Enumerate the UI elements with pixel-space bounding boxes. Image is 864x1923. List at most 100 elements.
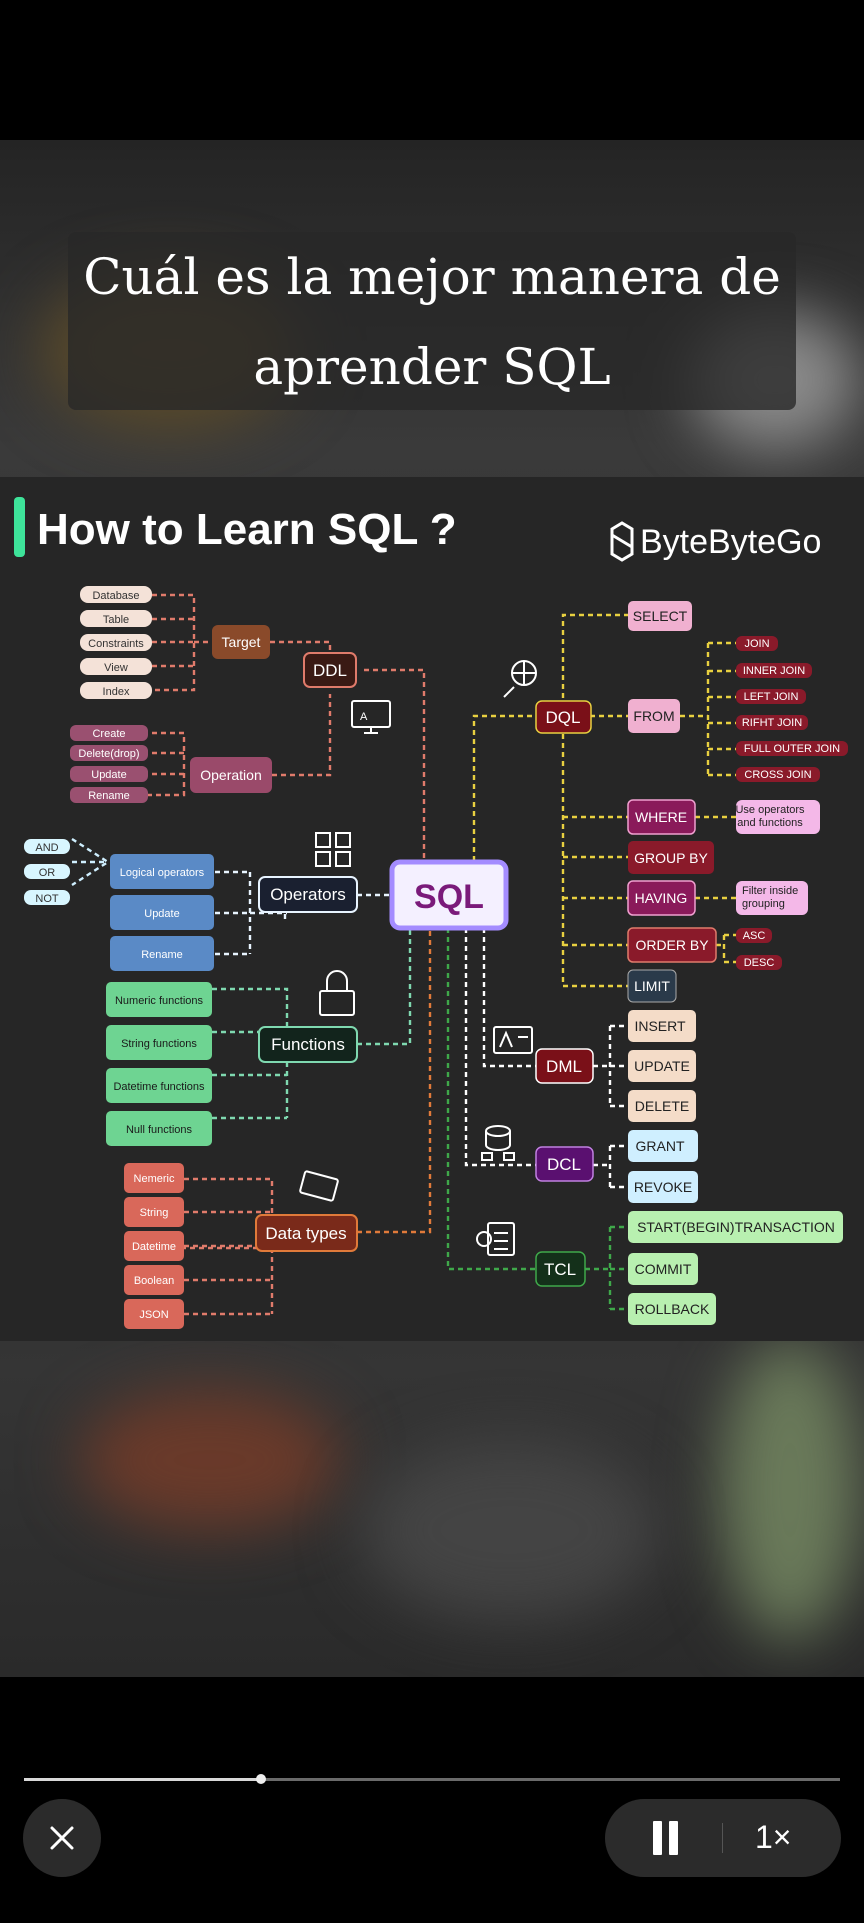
title-accent [14, 497, 25, 557]
caption-line-2: aprender SQL [253, 338, 611, 396]
functions-item-label: Null functions [126, 1124, 193, 1136]
dql-node [535, 700, 592, 734]
operators-item [110, 895, 214, 930]
divider [722, 1823, 723, 1853]
dcl-item-label: REVOKE [634, 1179, 692, 1195]
tcl-item-label: START(BEGIN)TRANSACTION [637, 1219, 835, 1235]
datatypes-node [255, 1214, 358, 1252]
order-item [736, 928, 772, 943]
dml-item-label: INSERT [634, 1018, 686, 1034]
brand-name: ByteByteGo [640, 523, 821, 561]
operators-item [110, 936, 214, 971]
order-item-label: DESC [744, 957, 775, 969]
progress-fill [24, 1778, 261, 1781]
background-blur [80, 1390, 340, 1530]
ddl-target-item [80, 658, 152, 675]
ddl-operation-label: Operation [200, 767, 261, 783]
tcl-node [535, 1251, 586, 1287]
logical-item-label: NOT [35, 893, 59, 905]
dml-label: DML [546, 1057, 582, 1076]
svg-text:A: A [360, 711, 368, 723]
functions-item-label: Datetime functions [113, 1081, 205, 1093]
logical-item [24, 839, 70, 854]
join-item [736, 741, 848, 756]
tcl-item [628, 1211, 843, 1243]
sql-mindmap: How to Learn SQL ? ByteByteGo [14, 497, 848, 1329]
operators-item [110, 854, 214, 889]
dql-orderby [627, 927, 717, 963]
dql-groupby-label: GROUP BY [634, 850, 708, 866]
ddl-operation-item [70, 766, 148, 782]
blocks-icon [315, 832, 351, 867]
infographic-title: How to Learn SQL ? [37, 505, 457, 554]
dql-select [628, 601, 692, 631]
datatypes-items: Nemeric String Datetime Boolean JSON [124, 1163, 184, 1329]
functions-item-label: String functions [121, 1038, 197, 1050]
functions-item-label: Numeric functions [115, 995, 204, 1007]
order-item-label: ASC [743, 930, 766, 942]
ddl-label: DDL [313, 661, 347, 680]
join-item-label: INNER JOIN [743, 665, 805, 677]
ddl-node [303, 652, 357, 688]
operators-label: Operators [270, 885, 346, 904]
ddl-operation-node [190, 757, 272, 793]
bytebytego-logo-icon [610, 521, 634, 562]
progress-bar[interactable] [24, 1774, 840, 1784]
tcl-item-label: ROLLBACK [635, 1301, 710, 1317]
close-button[interactable] [23, 1799, 101, 1877]
join-item [736, 663, 812, 678]
close-icon [50, 1826, 74, 1850]
functions-item [106, 982, 212, 1017]
pause-button[interactable] [653, 1821, 683, 1855]
ddl-target-items: Database Table Constraints View Index [80, 586, 152, 699]
ddl-target-item [80, 610, 152, 627]
dcl-item [628, 1130, 698, 1162]
order-item [736, 955, 782, 970]
dml-item [628, 1050, 696, 1082]
ddl-target-label: Target [222, 634, 261, 650]
having-note-line: grouping [742, 898, 785, 910]
having-note-line: Filter inside [742, 885, 798, 897]
dcl-item [628, 1171, 698, 1203]
globe-search-icon [503, 660, 537, 698]
caption-box [68, 232, 796, 410]
ddl-target-item-label: Index [103, 686, 130, 698]
pause-icon [653, 1821, 662, 1855]
progress-handle[interactable] [255, 1774, 266, 1784]
ddl-target-item-label: Table [103, 614, 129, 626]
translate-icon [493, 1026, 533, 1054]
tcl-item [628, 1293, 716, 1325]
datatypes-item [124, 1299, 184, 1329]
ddl-target-item-label: Database [92, 590, 139, 602]
join-item-label: FULL OUTER JOIN [744, 743, 840, 755]
logical-items: AND OR NOT [24, 839, 70, 905]
datatypes-item-label: Nemeric [134, 1173, 175, 1185]
dql-orderby-label: ORDER BY [635, 937, 709, 953]
dcl-node [535, 1146, 594, 1182]
card-icon [299, 1170, 339, 1202]
tcl-label: TCL [544, 1260, 576, 1279]
operators-node [258, 876, 358, 913]
dml-items: INSERT UPDATE DELETE [628, 1010, 696, 1122]
operators-item-label: Update [144, 908, 179, 920]
dql-limit [627, 969, 677, 1003]
datatypes-item-label: Boolean [134, 1275, 174, 1287]
dql-from-label: FROM [633, 708, 674, 724]
infographic: How to Learn SQL ? ByteByteGo [0, 477, 864, 1341]
datatypes-item [124, 1265, 184, 1295]
join-item [736, 715, 808, 730]
dml-node [535, 1048, 594, 1084]
ddl-operation-item [70, 745, 148, 761]
playback-speed-button[interactable]: 1× [755, 1819, 792, 1855]
ddl-operation-item [70, 725, 148, 741]
join-item [736, 767, 820, 782]
connectors [71, 593, 736, 1316]
join-item [736, 689, 806, 704]
ddl-target-item [80, 586, 152, 603]
dml-item [628, 1090, 696, 1122]
playback-controls: 1× [605, 1799, 841, 1877]
functions-node [258, 1026, 358, 1063]
ddl-target-item [80, 634, 152, 651]
join-item-label: JOIN [744, 638, 769, 650]
